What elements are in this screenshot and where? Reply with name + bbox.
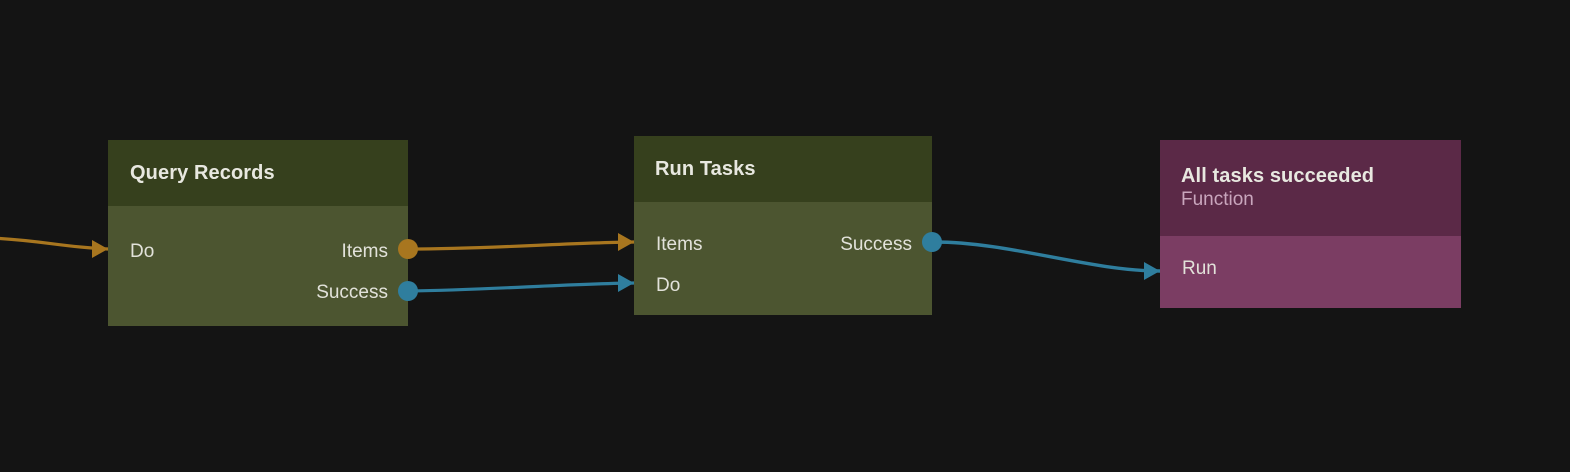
port-in-items[interactable]: Items	[634, 232, 932, 256]
port-label: Do	[656, 274, 681, 296]
port-out-items[interactable]: Items	[108, 239, 408, 263]
connector-arrow-icon-all-tasks-succeeded-run[interactable]	[1144, 262, 1160, 280]
port-out-success[interactable]: Success	[108, 280, 408, 304]
node-run-tasks[interactable]: Run Tasks Items Do Success	[634, 136, 932, 315]
connector-arrow-icon-run-tasks-items[interactable]	[618, 233, 634, 251]
port-in-do[interactable]: Do	[108, 239, 408, 263]
port-in-do[interactable]: Do	[634, 273, 932, 297]
node-header-all-tasks-succeeded[interactable]: All tasks succeeded Function	[1160, 140, 1461, 236]
connector-dot-icon-query-records-success[interactable]	[398, 281, 418, 301]
port-label: Success	[316, 281, 388, 303]
node-body-all-tasks-succeeded: Run	[1160, 236, 1461, 308]
port-in-run[interactable]: Run	[1160, 256, 1461, 280]
node-title: All tasks succeeded	[1181, 165, 1375, 188]
edge-run-tasks-success-to-all-tasks-succeeded-run	[932, 240, 1162, 273]
port-out-success[interactable]: Success	[634, 232, 932, 256]
edge-query-records-items-to-run-tasks-items	[408, 240, 636, 251]
connector-dot-icon-query-records-items[interactable]	[398, 239, 418, 259]
node-all-tasks-succeeded[interactable]: All tasks succeeded Function Run	[1160, 140, 1461, 308]
port-label: Do	[130, 240, 155, 262]
connector-arrow-icon-query-records-do[interactable]	[92, 240, 108, 258]
connector-arrow-icon-run-tasks-do[interactable]	[618, 274, 634, 292]
port-label: Items	[656, 233, 703, 255]
node-header-query-records[interactable]: Query Records	[108, 140, 408, 206]
node-title: Query Records	[130, 161, 275, 184]
port-label: Run	[1182, 257, 1217, 279]
node-query-records[interactable]: Query Records Do Items Success	[108, 140, 408, 326]
node-title: Run Tasks	[655, 157, 756, 180]
port-label: Success	[840, 233, 912, 255]
node-header-run-tasks[interactable]: Run Tasks	[634, 136, 932, 202]
edge-query-records-success-to-run-tasks-do	[408, 281, 636, 293]
node-subtitle: Function	[1181, 189, 1254, 211]
node-body-query-records: Do Items Success	[108, 206, 408, 326]
connector-dot-icon-run-tasks-success[interactable]	[922, 232, 942, 252]
port-label: Items	[341, 240, 388, 262]
node-body-run-tasks: Items Do Success	[634, 202, 932, 315]
